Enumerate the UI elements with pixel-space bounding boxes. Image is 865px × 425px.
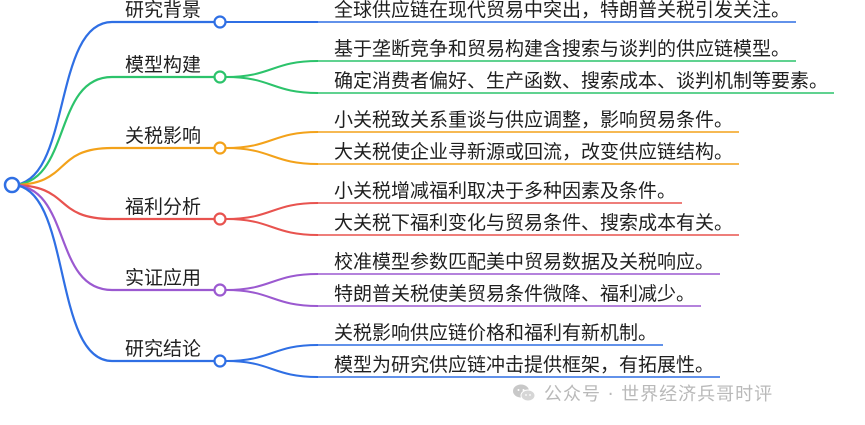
wechat-icon — [513, 384, 536, 402]
watermark-text: 公众号 · 世界经济兵哥时评 — [544, 384, 774, 405]
branch-node-circle — [213, 141, 227, 155]
leaf-label: 全球供应链在现代贸易中突出，特朗普关税引发关注。 — [334, 0, 791, 21]
branch-label: 研究背景 — [125, 0, 202, 21]
branch-node-circle — [213, 70, 227, 84]
leaf-label: 校准模型参数匹配美中贸易数据及关税响应。 — [334, 251, 715, 273]
branch-leaf-link — [225, 76, 319, 94]
watermark: 公众号 · 世界经济兵哥时评 — [512, 380, 773, 406]
root-branch-link — [11, 183, 113, 221]
branch-node-circle — [213, 354, 227, 368]
branch-leaf-link — [225, 131, 319, 149]
leaf-label: 大关税使企业寻新源或回流，改变供应链结构。 — [334, 141, 734, 163]
branch-leaf-link — [225, 360, 319, 378]
leaf-label: 模型为研究供应链冲击提供框架，有拓展性。 — [334, 354, 715, 376]
branch-leaf-link — [225, 218, 319, 236]
branch-leaf-link — [225, 147, 319, 165]
root-branch-link — [11, 183, 113, 363]
branch-node-circle — [213, 212, 227, 226]
leaf-label: 关税影响供应链价格和福利有新机制。 — [334, 322, 658, 344]
leaf-label: 小关税增减福利取决于多种因素及条件。 — [334, 180, 677, 202]
root-branch-link — [11, 75, 113, 187]
branch-label: 福利分析 — [125, 196, 202, 218]
leaf-label: 特朗普关税使美贸易条件微降、福利减少。 — [334, 283, 696, 305]
branch-leaf-link — [225, 202, 319, 220]
branch-leaf-link — [225, 60, 319, 78]
branch-label: 实证应用 — [125, 267, 202, 289]
branch-leaf-link — [225, 273, 319, 291]
branch-leaf-link — [225, 344, 319, 362]
branch-label: 关税影响 — [125, 125, 202, 147]
leaf-label: 小关税致关系重谈与供应调整，影响贸易条件。 — [334, 109, 734, 131]
root-branch-link — [11, 20, 113, 187]
branch-node-circle — [213, 15, 227, 29]
root-branch-link — [11, 146, 113, 187]
leaf-label: 基于垄断竞争和贸易构建含搜索与谈判的供应链模型。 — [334, 38, 791, 60]
branch-leaf-link — [225, 289, 319, 307]
root-node-circle — [3, 176, 21, 194]
branch-label: 模型构建 — [125, 54, 202, 76]
leaf-label: 大关税下福利变化与贸易条件、搜索成本有关。 — [334, 212, 734, 234]
branch-node-circle — [213, 283, 227, 297]
leaf-label: 确定消费者偏好、生产函数、搜索成本、谈判机制等要素。 — [334, 70, 829, 92]
root-branch-link — [11, 183, 113, 292]
branch-label: 研究结论 — [125, 338, 202, 360]
